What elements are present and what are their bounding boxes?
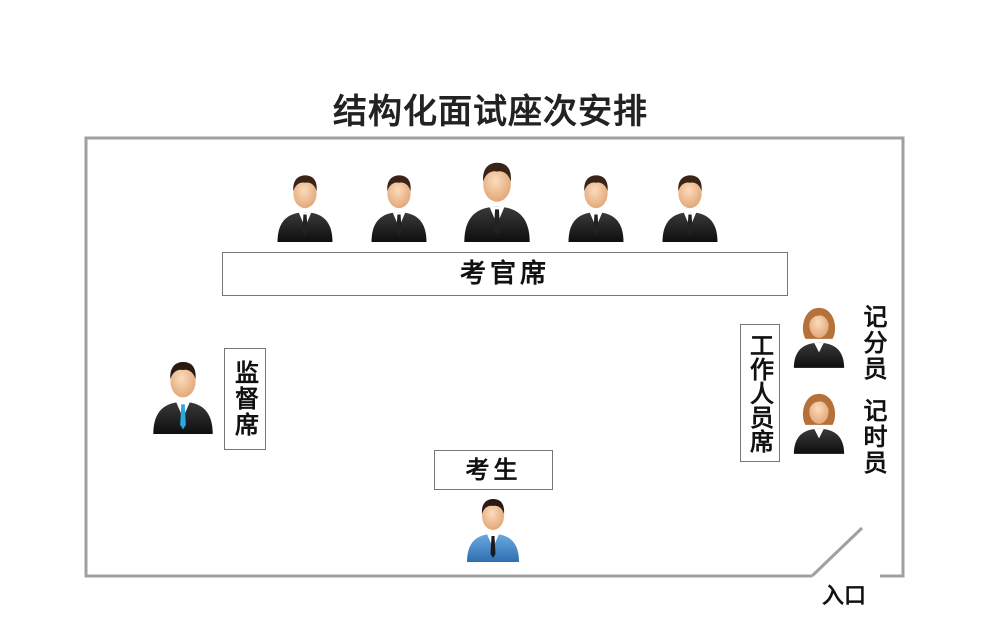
timekeeper-woman-icon [790, 386, 848, 454]
supervisor-seat: 监督席 [224, 348, 266, 450]
examiner-seat: 考官席 [222, 252, 788, 296]
examiner-icon [658, 168, 722, 242]
supervisor-icon [148, 354, 218, 434]
scorer-label: 记分员 [859, 304, 888, 382]
entrance-door [810, 526, 864, 578]
candidate-icon [463, 492, 523, 562]
examiner-icon [367, 168, 431, 242]
diagram-title: 结构化面试座次安排 [333, 92, 648, 132]
examiner-icon [273, 168, 337, 242]
scorer-woman-icon [790, 300, 848, 368]
entrance-label: 入口 [822, 583, 867, 609]
chief-examiner-icon [458, 154, 536, 242]
room-wall [84, 136, 905, 578]
candidate-seat: 考生 [434, 450, 553, 490]
staff-seat: 工作人员席 [740, 324, 780, 462]
timekeeper-label: 记时员 [859, 398, 888, 476]
examiner-icon [564, 168, 628, 242]
